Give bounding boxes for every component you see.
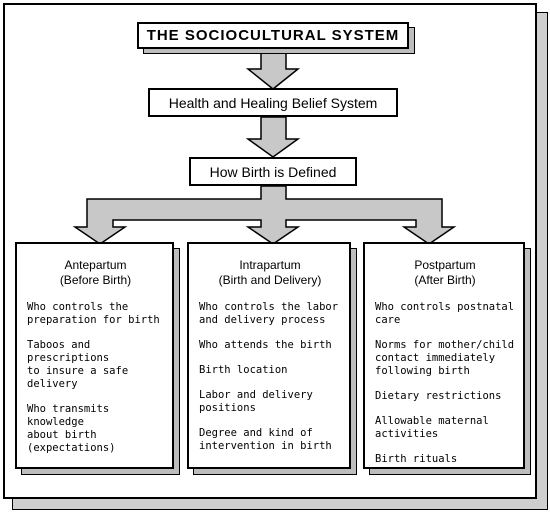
list-item: Birth rituals [375, 453, 458, 465]
list-item: Who attends the birth [199, 339, 332, 351]
column-header: Antepartum (Before Birth) [27, 258, 164, 288]
list-item: Who controls the preparation for birth [27, 301, 160, 326]
column-subheading: (Birth and Delivery) [218, 273, 322, 287]
column-postpartum: Postpartum (After Birth) Who controls po… [363, 242, 525, 469]
list-item: Who transmits knowledge about birth (exp… [27, 403, 116, 454]
birth-defined-label: How Birth is Defined [209, 163, 337, 180]
list-item: Norms for mother/child contact immediate… [375, 339, 515, 377]
arrow-down-2 [245, 116, 301, 158]
column-subheading: (Before Birth) [59, 273, 132, 287]
list-item: Dietary restrictions [375, 390, 502, 402]
arrow-branch [72, 185, 457, 245]
column-heading: Intrapartum [239, 258, 301, 272]
arrow-down-1 [245, 49, 301, 90]
list-item: Birth location [199, 364, 288, 376]
list-item: Taboos and prescriptions to insure a saf… [27, 339, 129, 390]
column-subheading: (After Birth) [414, 273, 476, 287]
column-heading: Antepartum [64, 258, 127, 272]
list-item: Labor and delivery positions [199, 389, 313, 414]
list-item: Degree and kind of intervention in birth [199, 427, 332, 452]
list-item: Who controls postnatal care [375, 301, 515, 326]
title-box: THE SOCIOCULTURAL SYSTEM [137, 22, 409, 49]
belief-system-label: Health and Healing Belief System [168, 94, 378, 111]
diagram-title: THE SOCIOCULTURAL SYSTEM [146, 27, 400, 44]
column-header: Postpartum (After Birth) [375, 258, 515, 288]
column-header: Intrapartum (Birth and Delivery) [199, 258, 341, 288]
level3-box: How Birth is Defined [189, 157, 357, 186]
column-intrapartum: Intrapartum (Birth and Delivery) Who con… [187, 242, 351, 469]
column-heading: Postpartum [414, 258, 476, 272]
level2-box: Health and Healing Belief System [148, 88, 398, 117]
column-antepartum: Antepartum (Before Birth) Who controls t… [15, 242, 174, 469]
list-item: Who controls the labor and delivery proc… [199, 301, 339, 326]
list-item: Allowable maternal activities [375, 415, 489, 440]
